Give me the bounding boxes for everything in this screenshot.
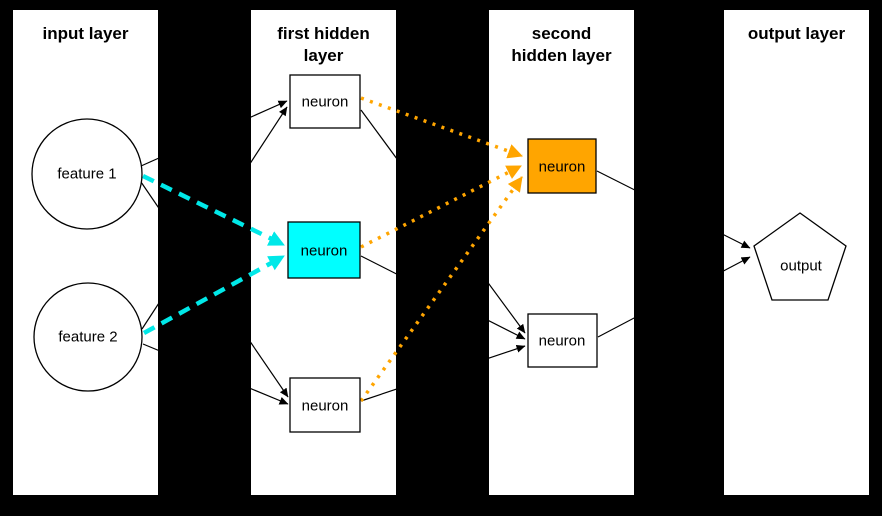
node-label-h1top: neuron xyxy=(301,93,349,111)
node-label-h1bot: neuron xyxy=(301,397,349,415)
node-label-feature1: feature 1 xyxy=(57,165,117,183)
layer-title-second-hidden: second hidden layer xyxy=(489,10,634,67)
layer-title-line: layer xyxy=(303,46,344,65)
panel-input-layer: input layer xyxy=(13,10,158,495)
layer-title-line: second xyxy=(531,24,592,43)
node-label-h1mid: neuron xyxy=(300,242,348,260)
panel-output-layer: output layer xyxy=(724,10,869,495)
node-label-feature2: feature 2 xyxy=(58,328,118,346)
layer-title-line: first hidden xyxy=(277,24,370,43)
layer-title-line: input layer xyxy=(42,24,129,43)
layer-title-line: hidden layer xyxy=(511,46,612,65)
layer-title-first-hidden: first hidden layer xyxy=(251,10,396,67)
layer-title-output: output layer xyxy=(724,10,869,45)
node-label-output: output xyxy=(780,257,822,275)
node-label-h2bot: neuron xyxy=(538,332,586,350)
layer-title-input: input layer xyxy=(13,10,158,45)
node-label-h2top: neuron xyxy=(538,158,586,176)
layer-title-line: output layer xyxy=(747,24,846,43)
panel-second-hidden-layer: second hidden layer xyxy=(489,10,634,495)
